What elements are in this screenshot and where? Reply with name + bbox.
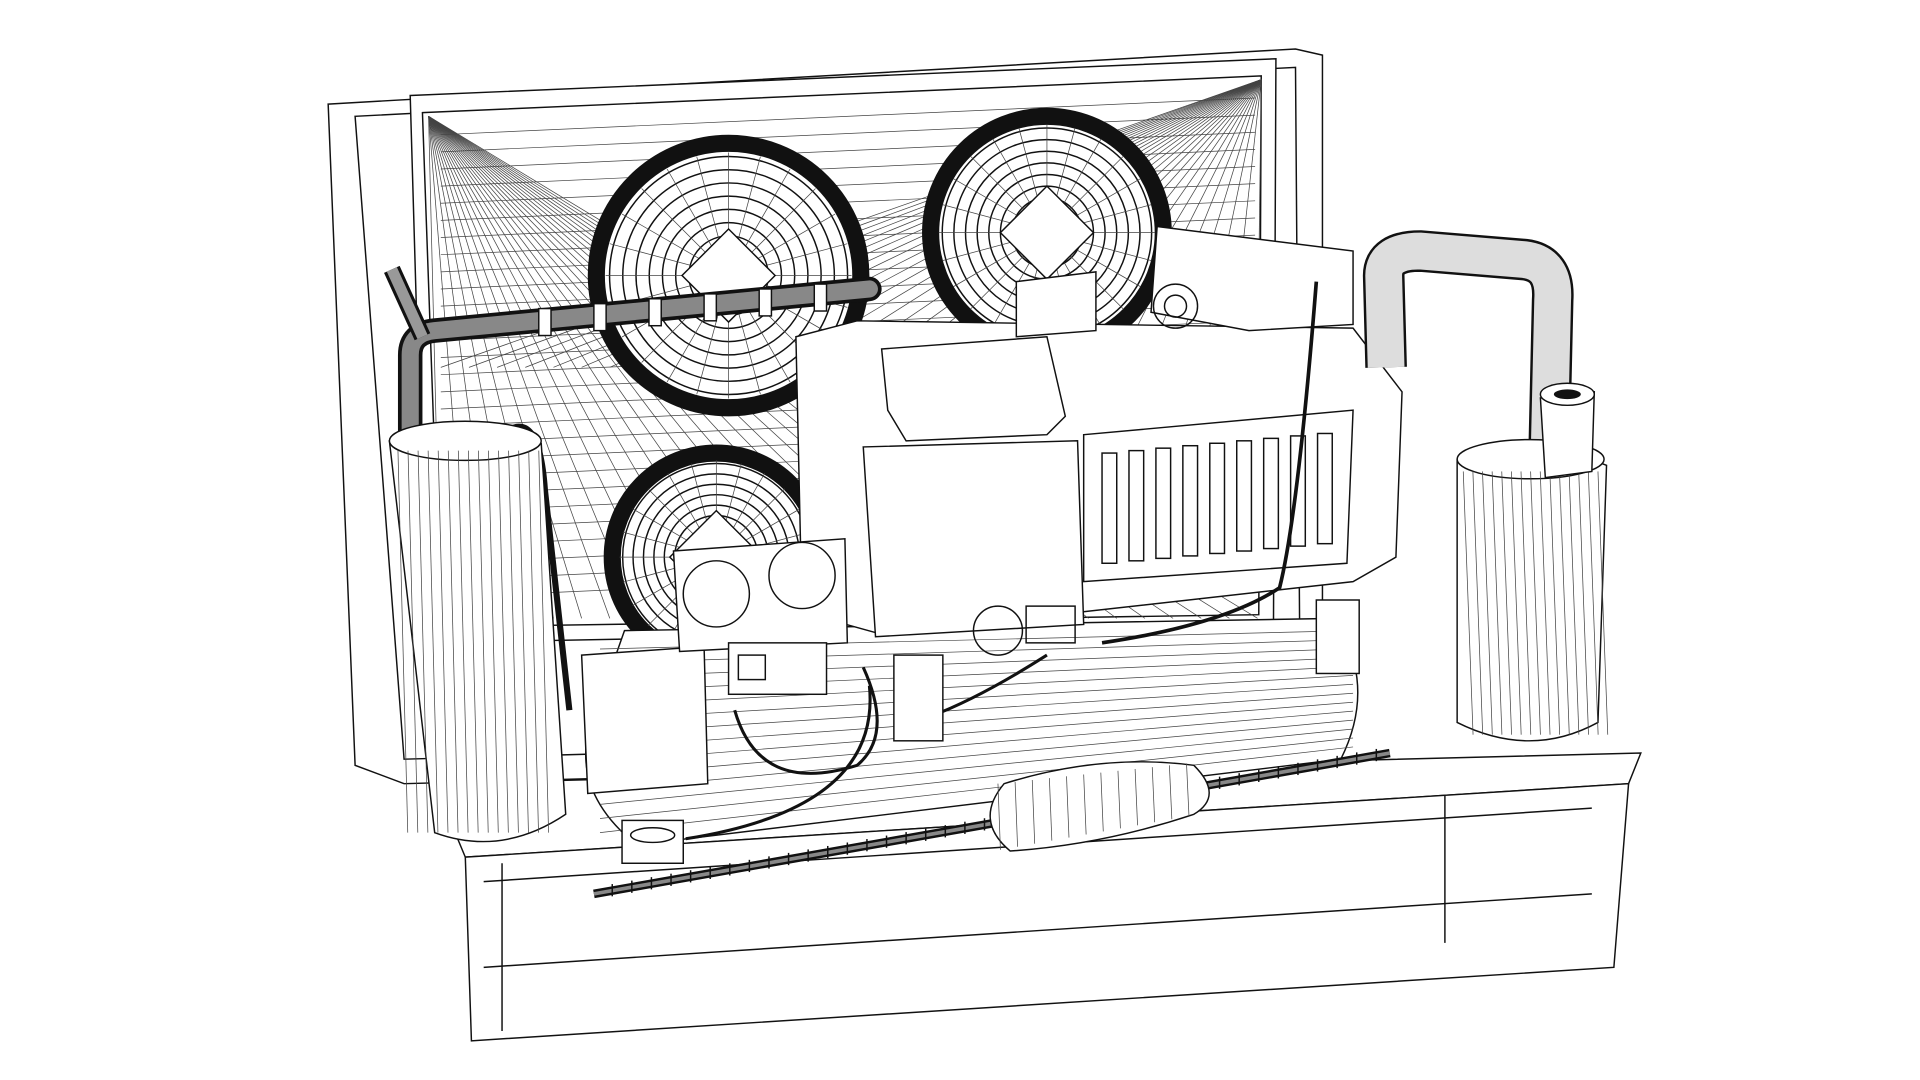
vessel-rib [538,450,549,833]
vessel-rib [417,450,429,833]
grill-slat [1182,444,1199,557]
right-vessel [1456,382,1609,742]
drier-line [1083,774,1087,835]
vessel-rib [437,450,449,833]
left-pipe [384,265,882,444]
coil-fan-line [428,116,639,619]
grill-slat [1155,447,1172,560]
drier-line [1169,765,1173,820]
vessel-rib [1511,471,1522,735]
drier-line [1134,768,1138,826]
drier-line [1117,770,1121,829]
receiver-line [599,648,1354,678]
coil-fin-line [440,97,1256,136]
vessel-rib [1587,471,1599,735]
vessel-rib [1520,471,1532,735]
vessel-rib [528,450,539,833]
vessel-rib [447,450,459,833]
drier-line [1049,778,1053,841]
compressor [795,225,1403,656]
drier-line [1151,767,1156,823]
coil-fan-line [428,116,582,619]
pipe-clamp [758,288,773,317]
vessel-rib [508,450,519,833]
grill-slat [1316,432,1333,545]
coil-fan-line [1116,79,1262,368]
coil-fan-line [428,116,611,619]
receiver-line [599,746,1354,834]
pipe-clamp [593,302,607,332]
grill-slat [1128,449,1145,562]
pipe-clamp [648,298,662,327]
grill-slat [1289,435,1307,547]
drier-line [1066,776,1070,838]
right-suction-pipe [1362,230,1574,460]
receiver-line [599,639,1354,664]
vessel-rib [1539,471,1551,735]
vessel-rib [478,450,489,833]
receiver-line [599,710,1354,777]
condenser-fans [587,107,1172,670]
drier-line [1100,772,1104,832]
grill-slat [1101,452,1118,564]
grill-slat [1209,442,1226,555]
vessel-rib [427,450,439,833]
grill-slat [1236,440,1253,552]
receiver-line [599,728,1354,805]
drier-line [1031,779,1036,844]
receiver-line [599,719,1354,791]
vessel-rib [518,450,529,833]
vessel-rib [1462,471,1474,735]
pipe-clamp [538,307,552,337]
vessel-rib [1578,471,1589,735]
vessel-rib [1501,471,1512,735]
vessel-rib [1482,471,1493,735]
left-vessel [388,420,567,843]
vessel-rib [498,450,509,833]
vessel-rib [1568,471,1580,735]
vessel-rib [457,450,469,833]
mounts [621,599,1360,864]
receiver-line [599,657,1354,692]
receiver-line [599,737,1354,819]
drier-line [997,783,1001,850]
vessel-rib [1597,471,1609,735]
receiver-line [599,666,1354,706]
drier-line [1186,763,1190,817]
vessel-rib [1472,471,1484,735]
vessel-rib [1549,471,1561,735]
vessel-rib [488,450,499,833]
grill-slat [1262,437,1280,550]
coil-fin-line [440,114,1256,153]
receiver-line [599,683,1354,735]
drier-line [1014,781,1018,847]
vessel-rib [1559,471,1570,735]
control-box [580,537,849,795]
pipe-clamp [813,283,828,312]
vessel-rib [1491,471,1503,735]
vessel-rib [397,450,409,833]
liquid-line [593,748,1391,899]
receiver-line [599,701,1354,763]
pipe-clamp [703,293,718,322]
vessel-rib [1530,471,1541,735]
vessel-rib [468,450,479,833]
receiver-line [599,692,1354,749]
coil-fan-line [1144,79,1262,368]
vessel-rib [407,450,419,833]
